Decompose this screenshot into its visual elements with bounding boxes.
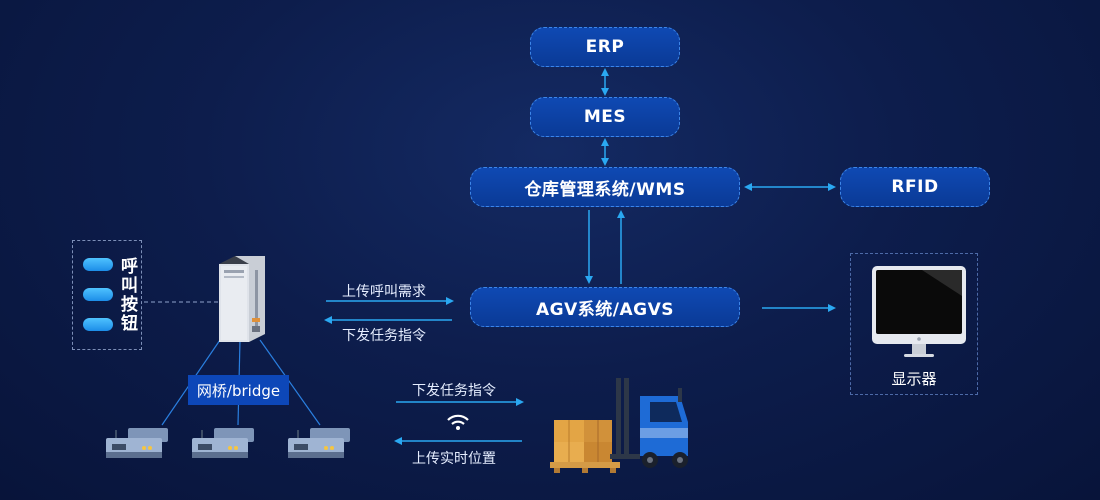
agvs-node: AGV系统/AGVS	[470, 287, 740, 327]
wms-node: 仓库管理系统/WMS	[470, 167, 740, 207]
erp-node: ERP	[530, 27, 680, 67]
rfid-node: RFID	[840, 167, 990, 207]
wifi-icon	[447, 414, 469, 430]
call-button-pill	[83, 288, 113, 301]
cargo-boxes-icon	[550, 420, 620, 473]
call-button-panel: 呼叫按钮	[72, 240, 142, 350]
monitor-icon	[872, 266, 966, 357]
display-panel: 显示器	[850, 253, 978, 395]
forklift-agv-icon	[610, 378, 688, 468]
bridge-label: 网桥/bridge	[188, 375, 289, 405]
server-bridge-link-3	[259, 339, 321, 426]
upload-call-label: 上传呼叫需求	[342, 284, 426, 300]
call-button-pill	[83, 258, 113, 271]
wireless-bridge-icon	[106, 428, 350, 458]
dispatch-task-label: 下发任务指令	[342, 328, 426, 344]
call-button-pill	[83, 318, 113, 331]
dispatch-forklift-label: 下发任务指令	[412, 383, 496, 399]
upload-position-label: 上传实时位置	[412, 451, 496, 467]
mes-node: MES	[530, 97, 680, 137]
call-button-label: 呼叫按钮	[117, 257, 137, 333]
display-label: 显示器	[891, 370, 937, 388]
server-tower-icon	[219, 256, 265, 342]
